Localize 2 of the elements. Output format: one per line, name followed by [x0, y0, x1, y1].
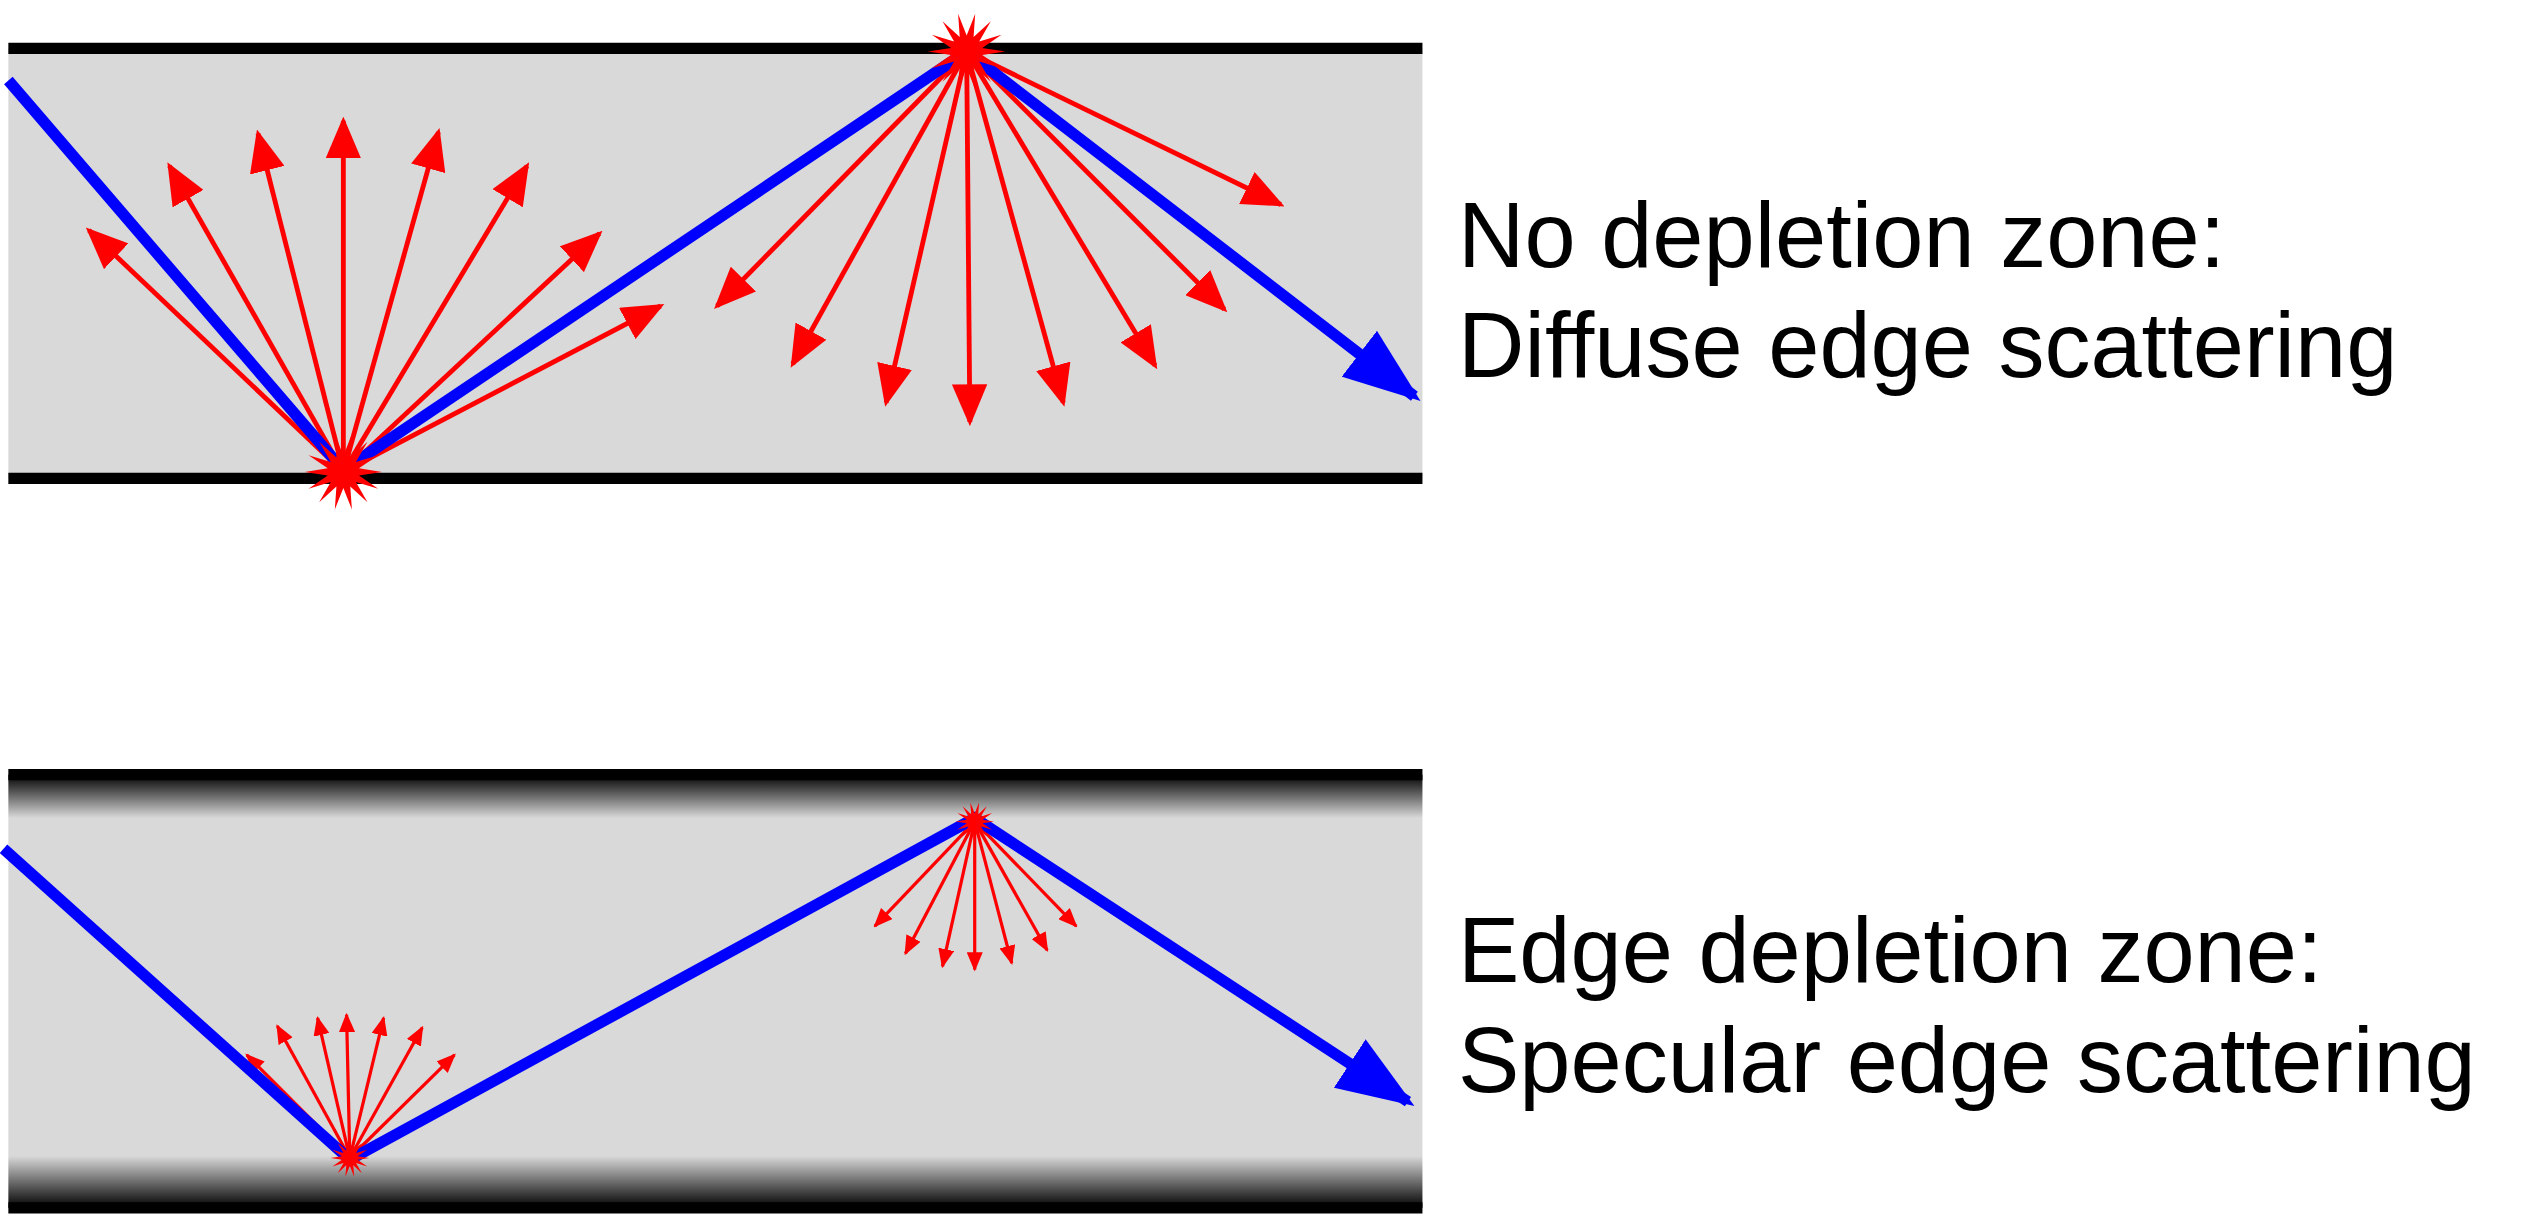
caption-text: No depletion zone: Diffuse edge scattering	[1458, 183, 2399, 399]
caption-text: Edge depletion zone: Specular edge scattering	[1458, 898, 2477, 1114]
